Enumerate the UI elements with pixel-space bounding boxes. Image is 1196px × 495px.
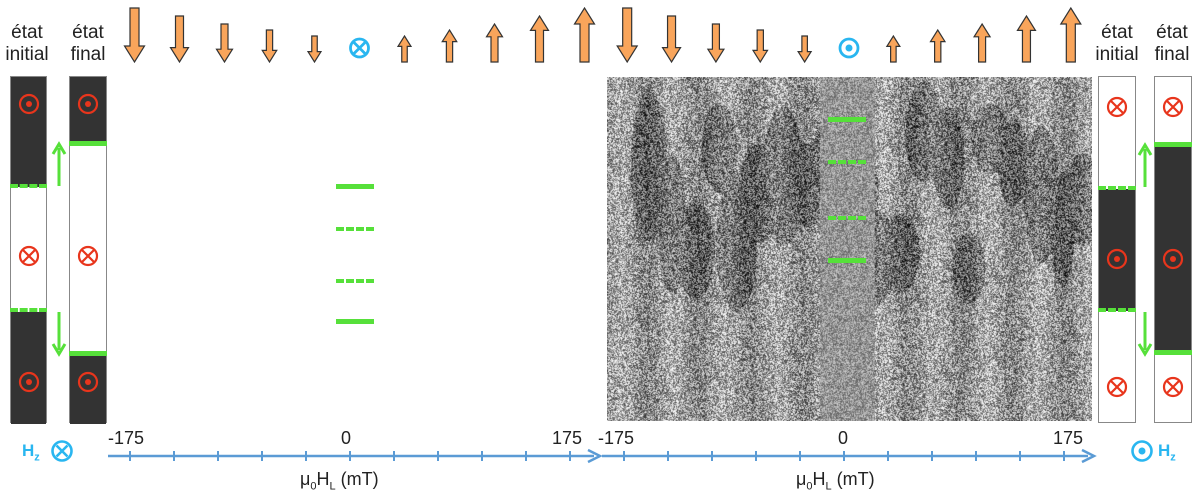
initial-wall-top-dashed	[1098, 186, 1136, 190]
left-final-strip	[69, 76, 107, 424]
field-up-arrow-icon	[885, 34, 901, 63]
kerr-microscopy-image	[607, 77, 1092, 421]
green-marker-dashed	[828, 216, 866, 220]
green-marker-solid	[828, 258, 866, 263]
into-page-cross-icon	[1162, 96, 1184, 118]
axis-right-title: μ0HL (mT)	[796, 469, 875, 493]
field-arrows-left	[123, 6, 596, 64]
field-zero-dot-icon	[838, 37, 860, 59]
out-of-page-dot-icon	[77, 93, 99, 115]
axis-left-max-label: 175	[552, 428, 583, 448]
out-of-page-dot-icon	[18, 93, 40, 115]
green-marker-solid	[336, 184, 374, 189]
final-wall-top	[1154, 142, 1192, 147]
axis-left-min-label: -175	[108, 428, 145, 448]
initial-wall-bottom-dashed	[1098, 308, 1136, 312]
hz-out-of-page-dot-icon	[1131, 440, 1153, 462]
wall-motion-down-arrow-icon	[1137, 312, 1153, 357]
axis-right-zero-label: 0	[838, 428, 849, 448]
into-page-cross-icon	[1106, 376, 1128, 398]
field-up-arrow-icon	[929, 28, 947, 63]
green-marker-dashed	[336, 227, 374, 231]
field-zero-cross-icon	[349, 37, 370, 59]
into-page-cross-icon	[1162, 376, 1184, 398]
hz-into-page-cross-icon	[51, 440, 73, 462]
final-wall-top	[69, 141, 107, 146]
field-down-arrow-icon	[661, 15, 682, 64]
field-up-arrow-icon	[485, 22, 504, 63]
green-marker-solid	[828, 117, 866, 122]
field-down-arrow-icon	[215, 23, 234, 64]
field-up-arrow-icon	[973, 22, 992, 63]
field-down-arrow-icon	[123, 7, 146, 64]
dark-domain-top	[70, 77, 106, 144]
out-of-page-dot-icon	[1106, 248, 1128, 270]
out-of-page-dot-icon	[1162, 248, 1184, 270]
field-down-arrow-icon	[306, 35, 323, 64]
wall-motion-down-arrow-icon	[51, 312, 67, 357]
axis-right-max-label: 175	[1053, 428, 1084, 448]
field-up-arrow-icon	[573, 6, 596, 63]
field-down-arrow-icon	[616, 7, 639, 64]
hz-left-label: Hz	[22, 441, 40, 464]
axis-left-title: μ0HL (mT)	[300, 469, 379, 493]
field-down-arrow-icon	[706, 23, 725, 64]
green-marker-dashed	[336, 279, 374, 283]
axis-arrowhead	[1081, 448, 1097, 464]
dark-domain-bottom	[11, 312, 46, 424]
initial-wall-bottom-dashed	[10, 308, 47, 312]
left-initial-state-label: état initial	[5, 22, 49, 65]
final-wall-bottom	[69, 351, 107, 356]
left-final-state-label: état final	[70, 22, 106, 65]
axis-right-min-label: -175	[598, 428, 635, 448]
green-marker-dashed	[828, 160, 866, 164]
field-arrows-right	[616, 6, 1082, 64]
initial-wall-top-dashed	[10, 184, 47, 188]
wall-motion-up-arrow-icon	[1137, 142, 1153, 187]
field-up-arrow-icon	[1059, 6, 1082, 63]
axis-arrowhead	[587, 448, 603, 464]
field-down-arrow-icon	[751, 29, 769, 64]
into-page-cross-icon	[1106, 96, 1128, 118]
field-down-arrow-icon	[169, 15, 190, 64]
right-initial-state-label: état initial	[1095, 22, 1139, 65]
right-final-state-label: état final	[1154, 22, 1190, 65]
out-of-page-dot-icon	[77, 371, 99, 393]
hz-right-label: Hz	[1158, 441, 1176, 464]
green-marker-solid	[336, 319, 374, 324]
field-down-arrow-icon	[797, 35, 813, 64]
into-page-cross-icon	[77, 245, 99, 267]
dark-domain-bottom	[70, 355, 106, 424]
field-up-arrow-icon	[529, 14, 550, 63]
wall-motion-up-arrow-icon	[51, 141, 67, 186]
into-page-cross-icon	[18, 245, 40, 267]
axis-left-zero-label: 0	[341, 428, 352, 448]
field-down-arrow-icon	[261, 29, 278, 64]
field-axis-right	[602, 448, 1097, 464]
field-up-arrow-icon	[441, 28, 458, 63]
field-axis-left	[108, 448, 603, 464]
out-of-page-dot-icon	[18, 371, 40, 393]
field-up-arrow-icon	[396, 34, 413, 63]
final-wall-bottom	[1154, 350, 1192, 355]
field-up-arrow-icon	[1016, 14, 1037, 63]
